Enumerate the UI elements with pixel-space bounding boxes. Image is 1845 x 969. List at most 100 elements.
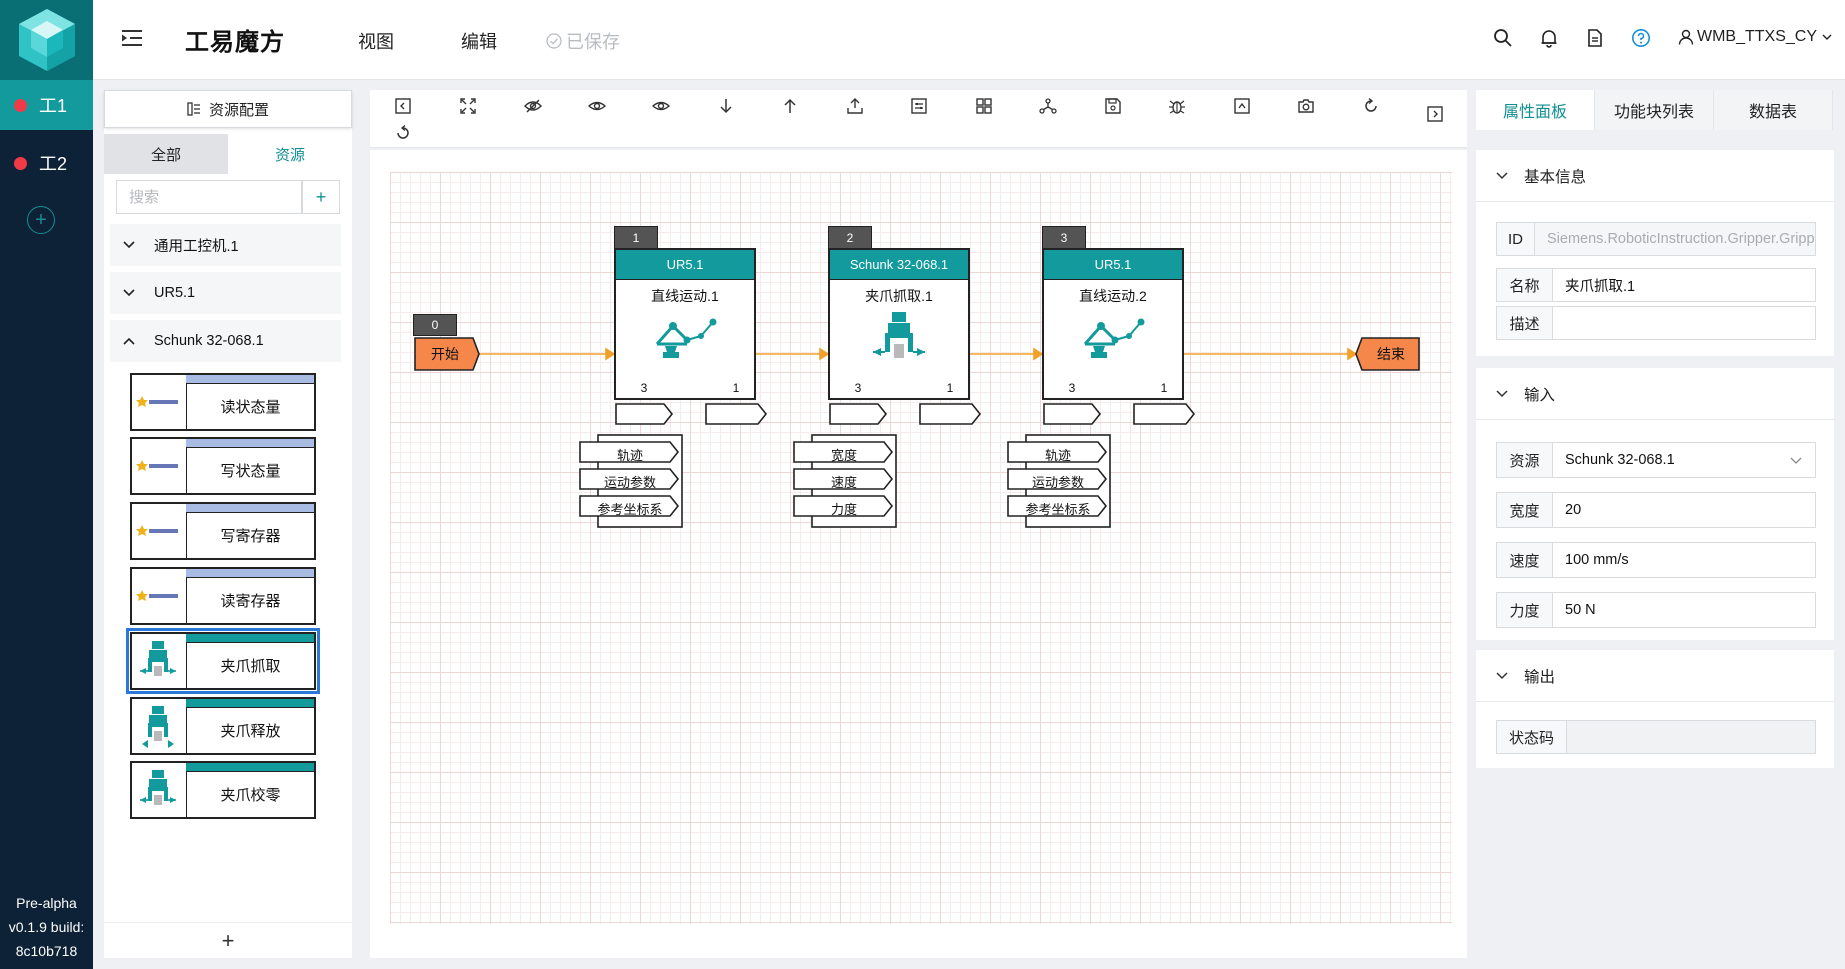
width-field[interactable]: 宽度 20: [1496, 492, 1816, 528]
tree-node-schunk[interactable]: Schunk 32-068.1: [110, 320, 341, 362]
flow-canvas[interactable]: 0 开始 结束 1 UR5.1 直线运动.1 3: [370, 150, 1467, 958]
resource-card-gripper-zero[interactable]: 夹爪校零: [130, 761, 316, 819]
block-name: 夹爪抓取.1: [865, 288, 933, 304]
block-in-port: 3: [1068, 381, 1076, 395]
param-motion[interactable]: 运动参数: [603, 474, 656, 490]
width-value[interactable]: 20: [1565, 502, 1582, 518]
name-field[interactable]: 名称 夹爪抓取.1: [1496, 268, 1816, 302]
menu-view[interactable]: 视图: [358, 32, 394, 52]
name-value[interactable]: 夹爪抓取.1: [1565, 278, 1636, 295]
user-menu[interactable]: WMB_TTXS_CY: [1678, 28, 1833, 46]
expand-right-button[interactable]: [1424, 103, 1446, 125]
move-down-button[interactable]: [715, 95, 737, 117]
section-input-header[interactable]: 输入: [1476, 368, 1834, 420]
resource-panel-title-label: 资源配置: [208, 101, 269, 119]
tab-properties[interactable]: 属性面板: [1476, 90, 1595, 130]
notification-button[interactable]: [1539, 28, 1561, 50]
arrow-down-icon: [720, 99, 732, 114]
collapse-left-button[interactable]: [392, 95, 414, 117]
search-button[interactable]: [1493, 28, 1515, 50]
check-circle-icon: [546, 33, 562, 49]
export-button[interactable]: [844, 95, 866, 117]
fit-screen-button[interactable]: [457, 95, 479, 117]
force-value[interactable]: 50 N: [1565, 602, 1596, 618]
id-value: Siemens.RoboticInstruction.Gripper.Gripp…: [1535, 223, 1815, 255]
speed-value[interactable]: 100 mm/s: [1565, 552, 1629, 568]
flow-connections: [414, 337, 1420, 528]
settings-button[interactable]: [908, 95, 930, 117]
section-basic-info-header[interactable]: 基本信息: [1476, 150, 1834, 202]
fit-screen-icon: [460, 98, 476, 114]
resource-card-label: 读寄存器: [186, 577, 314, 623]
undo-button[interactable]: [392, 122, 414, 144]
save-button[interactable]: [1102, 95, 1124, 117]
network-button[interactable]: [1037, 95, 1059, 117]
tree-node-ur5[interactable]: UR5.1: [110, 272, 341, 314]
function-block-2[interactable]: 2 Schunk 32-068.1 夹爪抓取.1 3 1: [828, 226, 970, 400]
block-index: 1: [614, 226, 658, 250]
start-node[interactable]: 0 开始: [413, 314, 483, 372]
function-block-3[interactable]: 3 UR5.1 直线运动.2 3 1: [1042, 226, 1184, 400]
param-force[interactable]: 力度: [830, 501, 857, 517]
force-field[interactable]: 力度 50 N: [1496, 592, 1816, 628]
status-code-field: 状态码: [1496, 720, 1816, 754]
resource-card-read-register[interactable]: 读寄存器: [130, 567, 316, 625]
version-line: Pre-alpha: [16, 895, 77, 911]
collapse-up-button[interactable]: [1231, 95, 1253, 117]
tab-function-blocks[interactable]: 功能块列表: [1595, 90, 1714, 130]
chevron-down-icon: [1822, 34, 1832, 40]
resource-card-gripper-release[interactable]: 夹爪释放: [130, 697, 316, 755]
debug-button[interactable]: [1166, 95, 1188, 117]
tree-node-ipc[interactable]: 通用工控机.1: [110, 224, 341, 266]
add-item-button[interactable]: +: [104, 922, 352, 958]
document-icon: [1588, 29, 1602, 47]
move-up-button[interactable]: [779, 95, 801, 117]
tab-resources[interactable]: 资源: [228, 134, 352, 174]
resource-card-write-register[interactable]: 写寄存器: [130, 502, 316, 560]
menu-edit[interactable]: 编辑: [461, 32, 497, 52]
redo-button[interactable]: [1360, 95, 1382, 117]
resource-card-label: 夹爪释放: [186, 707, 314, 753]
show-all-button[interactable]: [650, 95, 672, 117]
help-button[interactable]: [1631, 28, 1653, 50]
param-trajectory[interactable]: 轨迹: [1044, 447, 1071, 463]
menu-toggle-button[interactable]: [121, 28, 143, 53]
param-reference-frame[interactable]: 参考坐标系: [1025, 501, 1091, 517]
screenshot-button[interactable]: [1295, 95, 1317, 117]
resource-select[interactable]: 资源 Schunk 32-068.1: [1496, 442, 1816, 478]
add-workspace-button[interactable]: +: [27, 206, 55, 234]
resource-card-write-status[interactable]: 写状态量: [130, 437, 316, 495]
section-title: 基本信息: [1524, 168, 1587, 186]
param-speed[interactable]: 速度: [830, 474, 857, 490]
param-reference-frame[interactable]: 参考坐标系: [597, 501, 663, 517]
end-node[interactable]: 结束: [1356, 338, 1420, 370]
function-block-1[interactable]: 1 UR5.1 直线运动.1 3 1: [614, 226, 756, 400]
redo-icon: [1365, 97, 1377, 112]
workspace-tab-1[interactable]: 工1: [0, 80, 93, 130]
tab-data-table[interactable]: 数据表: [1714, 90, 1833, 130]
resource-card-gripper-grab[interactable]: 夹爪抓取: [126, 628, 320, 694]
workspace-tab-2[interactable]: 工2: [0, 138, 93, 188]
param-width[interactable]: 宽度: [830, 447, 857, 463]
description-value[interactable]: [1553, 307, 1815, 339]
section-output-header[interactable]: 输出: [1476, 650, 1834, 702]
add-resource-button[interactable]: +: [302, 180, 340, 214]
description-field[interactable]: 描述: [1496, 306, 1816, 340]
save-status-label: 已保存: [566, 32, 620, 52]
layout-button[interactable]: [973, 95, 995, 117]
field-label: 速度: [1497, 543, 1553, 577]
document-button[interactable]: [1585, 28, 1607, 50]
speed-field[interactable]: 速度 100 mm/s: [1496, 542, 1816, 578]
tab-all[interactable]: 全部: [104, 134, 228, 174]
resource-panel: 资源配置 全部 资源 + 通用工控机.1 UR5.1 Schunk 32-068…: [104, 90, 352, 958]
resource-search-input[interactable]: [116, 180, 302, 214]
param-trajectory[interactable]: 轨迹: [616, 447, 643, 463]
robot-arm-icon: [650, 310, 720, 366]
resource-card-read-status[interactable]: 读状态量: [130, 373, 316, 431]
param-motion[interactable]: 运动参数: [1031, 474, 1084, 490]
tree-node-label: 通用工控机.1: [154, 238, 239, 255]
hide-button[interactable]: [522, 95, 544, 117]
end-node-label: 结束: [1377, 346, 1405, 362]
block-resource-label: Schunk 32-068.1: [830, 250, 968, 280]
show-button[interactable]: [586, 95, 608, 117]
